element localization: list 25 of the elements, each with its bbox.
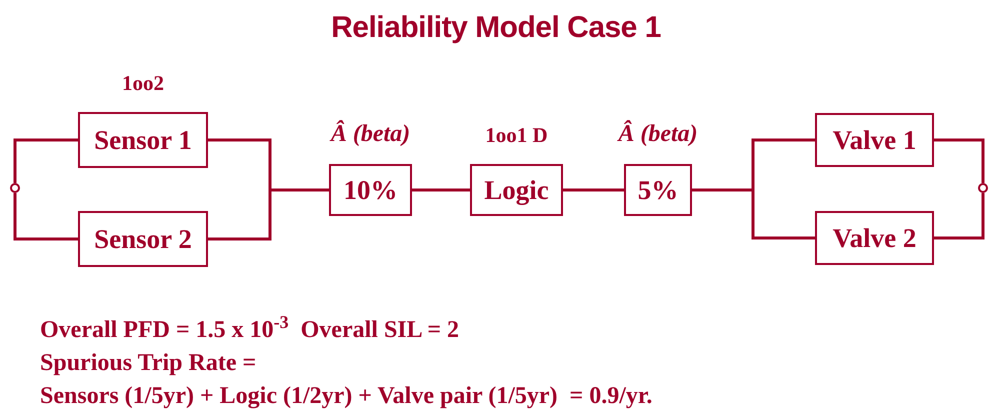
- block-annotation: Â (beta): [330, 122, 410, 146]
- block-box: [815, 113, 934, 167]
- note-text: Spurious Trip Rate =: [40, 349, 256, 378]
- connector-line: [563, 188, 624, 192]
- connector-line: [934, 138, 984, 183]
- connector-line: [208, 188, 329, 240]
- block-annotation: 1oo2: [122, 73, 164, 94]
- note-text: Overall PFD = 1.5 x 10$^{-3}$ Overall SIL = 2: [40, 314, 459, 345]
- block-label: Sensor 2: [94, 226, 192, 252]
- note-text: Sensors (1/5yr) + Logic (1/2yr) + Valve pair (1/5yr) = 0.9/yr.: [40, 382, 652, 411]
- block-label: Valve 2: [832, 224, 916, 252]
- block-label: Valve 1: [832, 126, 916, 154]
- connector-line: [14, 193, 78, 240]
- block-annotation: 1oo1 D: [485, 125, 548, 146]
- block-label: Sensor 1: [94, 126, 192, 154]
- block-box: [78, 211, 208, 267]
- block-box: [815, 211, 934, 265]
- block-annotation: Â (beta): [618, 122, 698, 146]
- connector-line: [934, 193, 984, 240]
- diagram-title: Reliability Model Case 1: [331, 10, 661, 46]
- block-label: Logic: [484, 176, 549, 204]
- block-label: 10%: [344, 176, 398, 204]
- connector-line: [412, 188, 470, 192]
- block-label: 5%: [638, 176, 678, 204]
- connector-line: [14, 138, 78, 183]
